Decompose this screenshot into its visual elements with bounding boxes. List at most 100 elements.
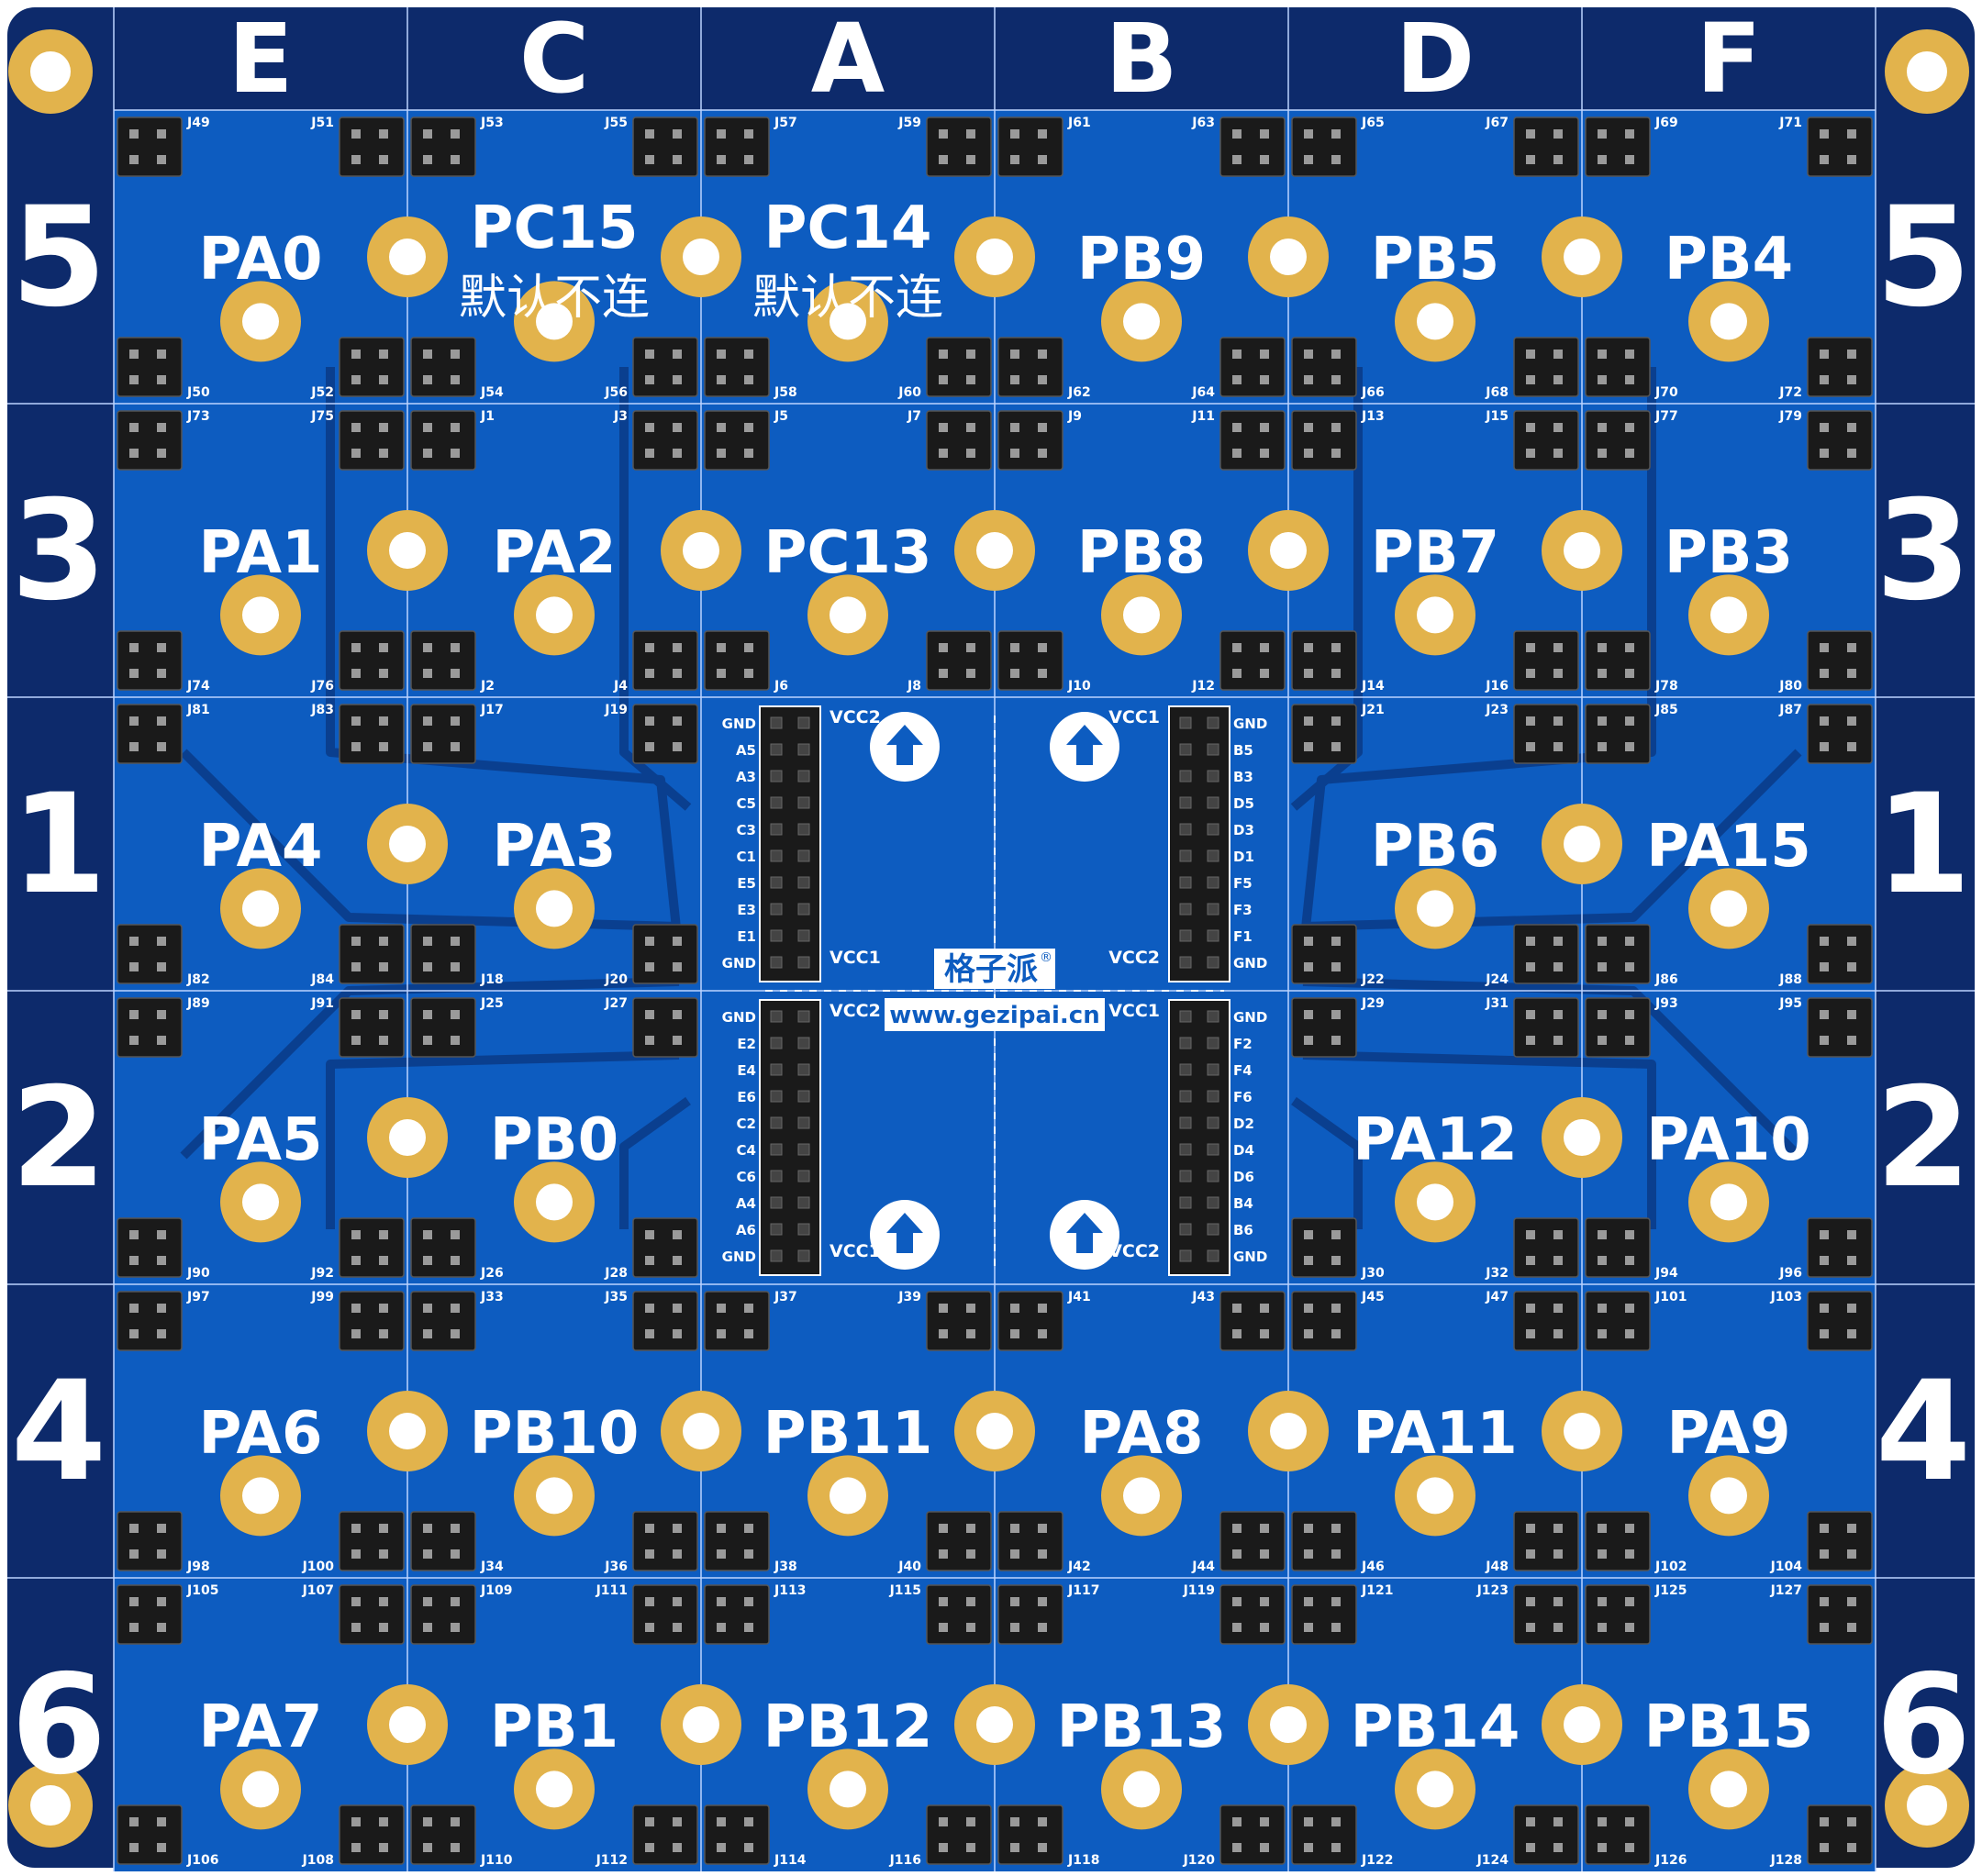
header-pin — [379, 669, 388, 678]
header-pin — [966, 1524, 975, 1533]
jumper-label-j96: J96 — [1778, 1266, 1802, 1281]
header-pin — [1526, 1524, 1535, 1533]
header-pin — [797, 1143, 810, 1156]
jumper-label-j106: J106 — [186, 1853, 218, 1868]
url-box — [885, 998, 1105, 1031]
header-pin — [1553, 716, 1563, 726]
header-pin — [673, 1843, 682, 1852]
header-pin — [1304, 716, 1313, 726]
jumper-header: J75 — [310, 409, 405, 471]
header-body — [1807, 924, 1873, 984]
header-pin — [451, 423, 460, 432]
header-pin — [1625, 155, 1634, 164]
header-pin — [1010, 1623, 1019, 1632]
header-pin — [770, 1037, 783, 1049]
header-pin — [1010, 350, 1019, 359]
jumper-label-j113: J113 — [774, 1583, 806, 1598]
header-body — [926, 1291, 992, 1351]
header-body — [704, 1804, 770, 1865]
header-pin — [1260, 1843, 1269, 1852]
header-pin-label: D4 — [1233, 1142, 1254, 1159]
header-pin — [1331, 1817, 1341, 1826]
jumper-label-j29: J29 — [1361, 996, 1385, 1011]
header-pin — [1820, 1524, 1829, 1533]
header-pin — [157, 350, 166, 359]
header-pin — [1232, 129, 1242, 139]
jumper-label-j36: J36 — [604, 1560, 628, 1574]
header-pin — [1598, 669, 1607, 678]
header-pin — [966, 350, 975, 359]
jumper-label-j53: J53 — [480, 116, 504, 130]
header-pin — [645, 1010, 654, 1019]
signal-pad-drill — [242, 890, 279, 927]
header-pin — [1820, 962, 1829, 971]
header-pin — [351, 1230, 361, 1239]
header-pin-label: F3 — [1233, 902, 1253, 918]
header-body — [632, 1291, 698, 1351]
jumper-header: J94 — [1585, 1217, 1678, 1281]
header-pin — [379, 937, 388, 946]
header-pin — [673, 1010, 682, 1019]
header-pin — [1304, 350, 1313, 359]
jumper-label-j118: J118 — [1067, 1853, 1099, 1868]
header-pin — [1598, 1230, 1607, 1239]
header-body — [339, 924, 405, 984]
row-label-left-2: 2 — [11, 1059, 106, 1218]
header-pin — [351, 423, 361, 432]
header-pin — [1820, 716, 1829, 726]
jumper-label-j111: J111 — [596, 1583, 628, 1598]
header-pin — [1038, 1549, 1047, 1559]
header-pin — [129, 669, 139, 678]
header-pin — [1820, 155, 1829, 164]
header-pin — [451, 1010, 460, 1019]
header-pin — [717, 669, 726, 678]
row-label-left-1: 1 — [11, 765, 106, 925]
jumper-header: J22 — [1291, 924, 1385, 987]
header-pin — [1526, 742, 1535, 751]
signal-pad-drill — [1417, 890, 1453, 927]
header-pin — [673, 1524, 682, 1533]
jumper-label-j50: J50 — [186, 385, 210, 400]
header-pin — [423, 129, 432, 139]
pin-label-pa7: PA7 — [198, 1693, 322, 1761]
header-pin — [1820, 1329, 1829, 1338]
jumper-header: J3 — [613, 409, 698, 471]
header-pin — [129, 1329, 139, 1338]
header-body — [117, 1291, 183, 1351]
header-body — [410, 1511, 476, 1571]
header-pin — [717, 1817, 726, 1826]
mounting-hole-drill — [1907, 1785, 1947, 1826]
header-pin — [129, 937, 139, 946]
jumper-label-j17: J17 — [480, 703, 504, 717]
signal-pad-drill — [242, 303, 279, 340]
header-pin — [379, 1549, 388, 1559]
jumper-header: J30 — [1291, 1217, 1385, 1281]
header-body — [339, 1804, 405, 1865]
header-pin — [1820, 643, 1829, 652]
header-body — [1807, 1584, 1873, 1645]
jumper-header: J8 — [907, 630, 992, 694]
jumper-label-j11: J11 — [1191, 409, 1215, 424]
pin-label-pa0: PA0 — [198, 226, 322, 294]
header-pin — [1847, 350, 1856, 359]
mounting-hole-drill — [1907, 51, 1947, 92]
header-pin — [673, 449, 682, 458]
header-pin — [1820, 1549, 1829, 1559]
jumper-label-j97: J97 — [186, 1290, 210, 1304]
jumper-header: J68 — [1485, 337, 1579, 400]
header-body — [117, 1584, 183, 1645]
arrow-up-icon — [886, 1213, 923, 1253]
header-pin — [1038, 155, 1047, 164]
header-pin — [157, 1036, 166, 1045]
header-pin — [1260, 1549, 1269, 1559]
header-pin-label: C3 — [737, 822, 756, 838]
jumper-label-j51: J51 — [310, 116, 334, 130]
header-pin — [1553, 350, 1563, 359]
header-body — [1585, 924, 1651, 984]
header-body — [410, 117, 476, 177]
pcb-trace — [326, 367, 684, 955]
header-body — [339, 1584, 405, 1645]
jumper-header: J127 — [1770, 1583, 1873, 1645]
header-pin — [645, 375, 654, 384]
jumper-label-j24: J24 — [1485, 972, 1509, 987]
